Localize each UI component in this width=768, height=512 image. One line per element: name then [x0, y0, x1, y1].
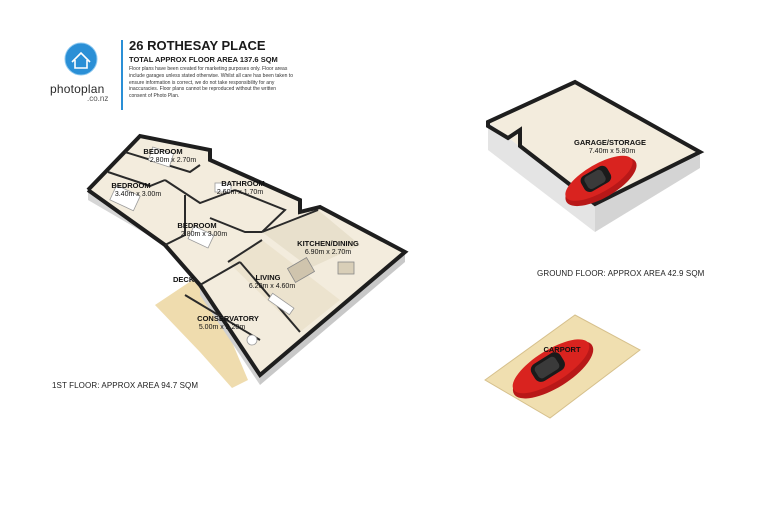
room-dims: 6.90m x 2.70m	[305, 249, 351, 256]
room-label: LIVING	[255, 273, 280, 282]
house-globe-icon	[64, 42, 98, 76]
carport-label: CARPORT	[543, 345, 581, 354]
room-label: KITCHEN/DINING	[297, 239, 359, 248]
room-label: BEDROOM	[177, 221, 216, 230]
room-label: GARAGE/STORAGE	[574, 138, 646, 147]
total-area: TOTAL APPROX FLOOR AREA 137.6 SQM	[129, 55, 278, 64]
carport-car	[512, 339, 594, 399]
first-floor-furniture	[109, 146, 355, 346]
room-dims: 2.80m x 3.00m	[181, 231, 227, 238]
garage-wall-side	[595, 152, 700, 232]
first-floor-outer-wall	[86, 133, 409, 378]
first-floor-plan: BEDROOM 2.80m x 2.70m BEDROOM 3.40m x 3.…	[86, 133, 409, 388]
ground-floor-caption: GROUND FLOOR: APPROX AREA 42.9 SQM	[537, 269, 705, 278]
garage-outer-wall	[486, 79, 705, 207]
room-dims: 2.80m x 2.70m	[150, 157, 196, 164]
living-floor	[228, 240, 340, 332]
logo-domain: .co.nz	[87, 94, 109, 103]
room-dims: 7.40m x 5.80m	[589, 148, 635, 155]
room-dims: 3.40m x 3.00m	[115, 191, 161, 198]
photoplan-logo	[48, 40, 118, 100]
room-dims: 6.20m x 4.60m	[249, 283, 295, 290]
header-divider	[121, 40, 123, 110]
ground-floor-plan: GARAGE/STORAGE 7.40m x 5.80m	[486, 79, 705, 232]
room-label: BATHROOM	[221, 179, 265, 188]
page-title: 26 ROTHESAY PLACE	[129, 38, 266, 53]
first-floor-caption: 1ST FLOOR: APPROX AREA 94.7 SQM	[52, 381, 199, 390]
deck-label: DECK	[173, 275, 195, 284]
room-label: CONSERVATORY	[197, 314, 259, 323]
disclaimer-text: Floor plans have been created for market…	[129, 66, 293, 100]
carport-plan: CARPORT	[484, 314, 641, 419]
room-label: BEDROOM	[143, 147, 182, 156]
room-label: BEDROOM	[111, 181, 150, 190]
garage-floor	[488, 82, 700, 204]
garage-car	[565, 155, 637, 207]
room-dims: 2.60m x 1.70m	[217, 189, 263, 196]
deck	[155, 275, 248, 388]
garage-wall-side	[488, 122, 595, 232]
room-dims: 5.00m x 2.20m	[199, 324, 245, 331]
kitchen-floor	[262, 210, 360, 268]
logo-wordmark: photoplan	[50, 82, 105, 96]
